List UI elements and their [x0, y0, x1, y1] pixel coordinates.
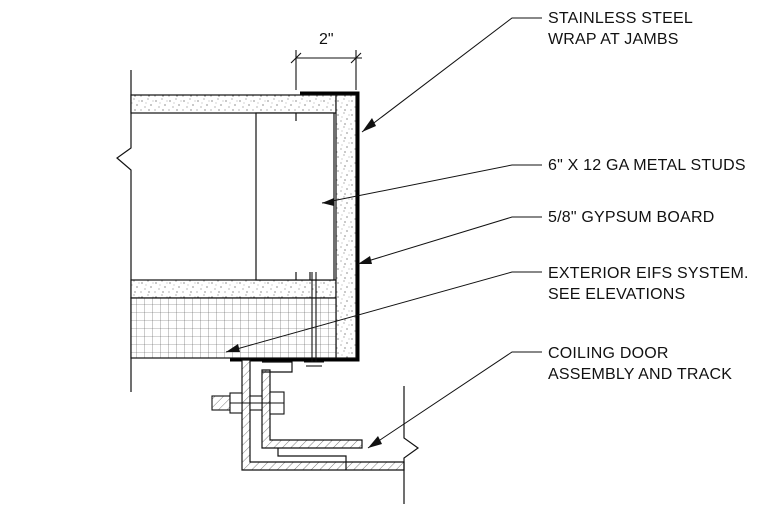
callout-metal-studs: 6" X 12 GA METAL STUDS: [548, 155, 746, 176]
callout-line: WRAP AT JAMBS: [548, 31, 679, 48]
dimension-line: [290, 50, 362, 90]
callout-line: 6" X 12 GA METAL STUDS: [548, 157, 746, 174]
bolt-assembly: [211, 391, 285, 415]
callout-line: EXTERIOR EIFS SYSTEM.: [548, 265, 749, 282]
callout-eifs-system: EXTERIOR EIFS SYSTEM. SEE ELEVATIONS: [548, 263, 749, 305]
door-break-line: [403, 386, 420, 504]
metal-stud: [255, 112, 335, 281]
callout-line: STAINLESS STEEL: [548, 10, 693, 27]
gypsum-board-bottom: [130, 279, 337, 299]
wall-break-line: [116, 70, 132, 392]
callout-line: 5/8" GYPSUM BOARD: [548, 209, 715, 226]
callout-line: COILING DOOR: [548, 345, 669, 362]
leader-arrowheads: [226, 118, 382, 448]
callout-coiling-door: COILING DOOR ASSEMBLY AND TRACK: [548, 343, 732, 385]
callout-gypsum-board: 5/8" GYPSUM BOARD: [548, 207, 714, 228]
leader-lines: [225, 17, 542, 449]
dimension-label: 2": [319, 31, 334, 48]
callout-line: ASSEMBLY AND TRACK: [548, 366, 733, 383]
callout-stainless-steel-wrap: STAINLESS STEEL WRAP AT JAMBS: [548, 8, 693, 50]
stainless-steel-wrap: [230, 91, 360, 362]
callout-line: SEE ELEVATIONS: [548, 286, 686, 303]
gypsum-board-top: [130, 94, 337, 114]
steel-angle-track: [241, 359, 405, 471]
anchor-fastener: [304, 272, 324, 367]
gypsum-board-jamb: [335, 94, 357, 359]
